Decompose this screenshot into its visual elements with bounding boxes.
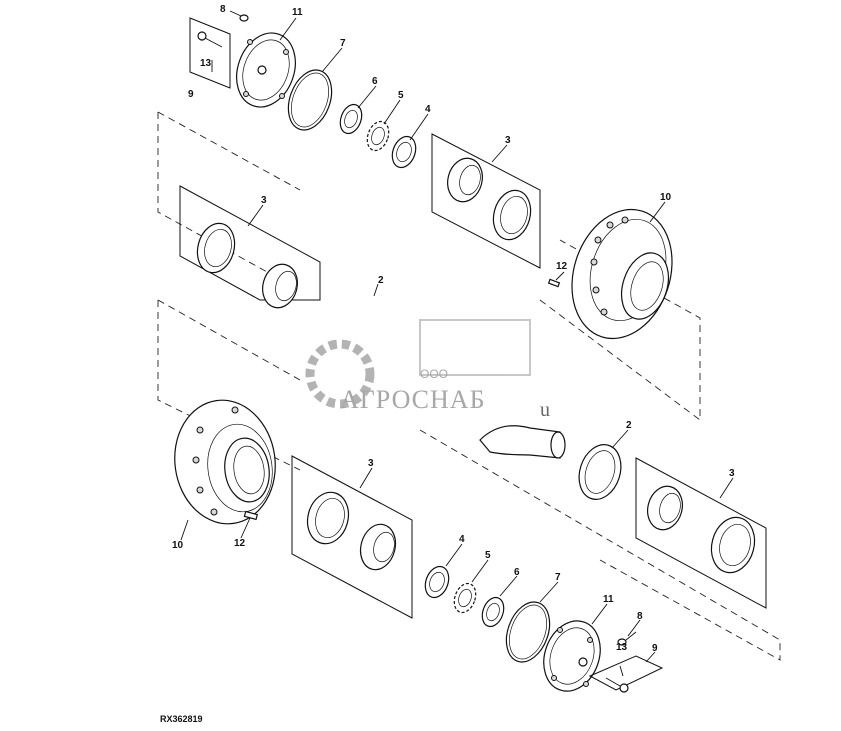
seal-2-middle [578, 444, 622, 500]
callout-5-bottom: 5 [485, 550, 491, 561]
callout-5-top: 5 [398, 90, 404, 101]
callout-3-bottom-right: 3 [729, 468, 735, 479]
watermark-logo: ООО АГРОСНАБ u [305, 319, 551, 421]
wheel-hub-10-bottom [174, 399, 276, 525]
spindle-shaft [479, 425, 566, 459]
bolt-8-top [229, 10, 249, 22]
callout-4-bottom: 4 [459, 534, 465, 545]
bearing-box-3-top-right [431, 133, 541, 269]
lock-washer-5-bottom [453, 582, 477, 614]
callout-3-top-right: 3 [505, 135, 511, 146]
callout-13-bottom: 13 [616, 642, 628, 653]
nut-4-top [391, 135, 417, 169]
washer-6-bottom [481, 596, 505, 628]
bearing-box-3-top-left [179, 185, 321, 309]
callout-9-bottom: 9 [652, 643, 658, 654]
callout-10-bottom: 10 [172, 540, 184, 551]
washer-6-top [339, 103, 363, 135]
fastener-kit-box-bottom [588, 655, 664, 693]
callout-labels: 8 11 13 9 7 6 5 4 3 3 10 12 2 2 3 3 10 1… [172, 4, 735, 654]
hub-cover-11-top [236, 32, 296, 108]
watermark-company-name: АГРОСНАБ [340, 385, 486, 414]
callout-9-top: 9 [188, 89, 194, 100]
callout-7-bottom: 7 [555, 572, 561, 583]
callout-8-bottom: 8 [637, 611, 643, 622]
callout-11-bottom: 11 [603, 594, 614, 605]
callout-6-top: 6 [372, 76, 378, 87]
callout-3-top-left: 3 [261, 195, 267, 206]
callout-11-top: 11 [292, 7, 303, 18]
callout-6-bottom: 6 [514, 567, 520, 578]
diagram-reference-code: RX362819 [160, 714, 203, 724]
callout-3-bottom-left: 3 [368, 458, 374, 469]
bearing-box-3-bottom-left [291, 455, 413, 619]
callout-8-top: 8 [220, 4, 226, 15]
nut-4-bottom [424, 565, 450, 599]
lock-washer-5-top [366, 120, 390, 152]
callout-2-middle-left: 2 [378, 275, 384, 286]
callout-2-middle-right: 2 [626, 420, 632, 431]
callout-12-bottom: 12 [234, 538, 246, 549]
callout-4-top: 4 [425, 104, 431, 115]
bolt-13-top [197, 31, 223, 48]
bearing-box-3-bottom-right [635, 457, 767, 609]
dashed-assembly-outline-upper [157, 111, 701, 421]
hub-cover-11-bottom [543, 620, 601, 692]
watermark-suffix: u [540, 399, 551, 421]
callout-13-top: 13 [200, 58, 212, 69]
watermark-company-prefix: ООО [420, 367, 448, 381]
bolt-8-bottom [617, 631, 637, 646]
o-ring-7-top [287, 69, 333, 131]
callout-12-top: 12 [556, 261, 568, 272]
wheel-hub-10-top [571, 208, 673, 340]
pin-12-bottom [243, 510, 259, 521]
callout-7-top: 7 [340, 38, 346, 49]
fastener-kit-box-top [189, 17, 231, 89]
o-ring-7-bottom [505, 601, 551, 663]
pin-12-top [547, 278, 561, 288]
leader-lines [180, 17, 734, 677]
callout-10-top: 10 [660, 192, 672, 203]
